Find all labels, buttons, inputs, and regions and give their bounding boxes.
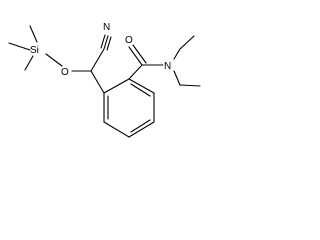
si-methyl-left <box>8 42 31 51</box>
bonds <box>8 25 201 138</box>
ch-to-cn-bond <box>90 48 105 72</box>
atom-labels: N O Si O N <box>30 22 171 78</box>
ring-bond-5 <box>128 78 155 94</box>
ring-bond-2 <box>103 121 130 138</box>
amide-n-label: N <box>164 61 171 72</box>
n-ethyl1-bond-2 <box>179 35 195 50</box>
n-ethyl1-bond-1 <box>173 48 181 60</box>
ring-bond-6 <box>103 78 130 94</box>
n-ethyl2-bond-2 <box>179 84 201 87</box>
n-ethyl2-bond-1 <box>173 70 181 86</box>
ring-to-ch-bond <box>90 70 105 94</box>
si-methyl-up <box>29 25 38 43</box>
carbonyl-o-label: O <box>125 35 133 46</box>
nitrile-triple-bond-b <box>100 34 106 49</box>
ring-to-carbonyl-bond <box>128 64 143 80</box>
si-methyl-down <box>24 55 34 71</box>
o-to-si-bond <box>45 53 63 67</box>
chemical-structure-diagram: N O Si O N <box>8 22 201 138</box>
carbonyl-double-bond-a <box>128 46 143 66</box>
nitrile-triple-bond-a <box>103 35 109 50</box>
ether-o-label: O <box>61 67 69 78</box>
ring-double-bond-3 <box>130 83 151 97</box>
silicon-label: Si <box>30 45 39 56</box>
ring-bond-3 <box>128 121 155 138</box>
carbonyl-double-bond-b <box>132 44 147 64</box>
ring-double-bond-2 <box>130 119 151 133</box>
nitrile-triple-bond-c <box>106 36 112 51</box>
nitrile-n-label: N <box>103 22 110 33</box>
